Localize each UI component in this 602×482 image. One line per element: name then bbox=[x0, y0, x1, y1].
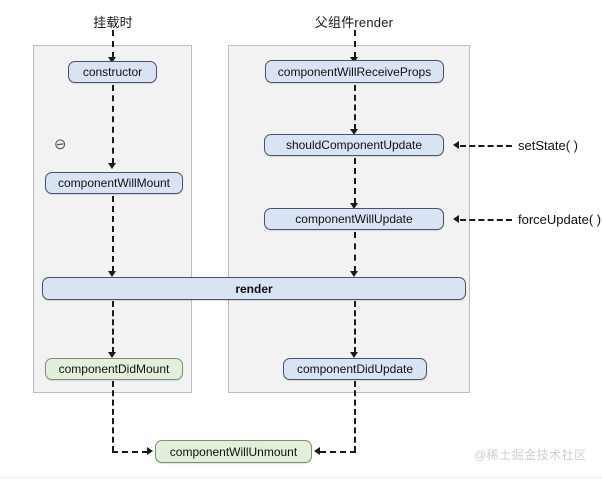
flow-line-shouldupdate-to-willupdate bbox=[354, 158, 356, 204]
flow-line-render-to-didupdate bbox=[354, 301, 356, 353]
node-component-did-mount[interactable]: componentDidMount bbox=[45, 358, 183, 380]
flow-line-didmount-to-unmount bbox=[112, 451, 148, 453]
flow-arrow-render-to-didmount bbox=[108, 352, 116, 358]
flow-arrow-willmount-to-render bbox=[108, 271, 116, 277]
trigger-line-setstate bbox=[460, 145, 512, 147]
flow-line-entry-updating bbox=[354, 30, 356, 58]
node-render[interactable]: render bbox=[42, 277, 466, 300]
trigger-line-forceupdate bbox=[460, 219, 512, 221]
trigger-label-forceupdate: forceUpdate( ) bbox=[518, 212, 602, 227]
node-render-label: render bbox=[235, 281, 273, 296]
bottom-divider bbox=[0, 477, 602, 478]
trigger-arrow-forceupdate bbox=[453, 215, 459, 223]
flow-line-entry-mounting bbox=[112, 30, 114, 58]
trigger-label-setstate: setState( ) bbox=[518, 138, 578, 153]
flow-arrow-didupdate-to-unmount bbox=[314, 447, 320, 455]
zoom-out-magnifier-icon: ⊖ bbox=[52, 135, 68, 154]
node-component-will-update[interactable]: componentWillUpdate bbox=[264, 208, 444, 230]
trigger-arrow-setstate bbox=[453, 141, 459, 149]
flow-line-didupdate-down bbox=[354, 381, 356, 452]
flow-arrow-entry-mounting bbox=[108, 57, 116, 63]
site-watermark: @稀土掘金技术社区 bbox=[474, 448, 587, 462]
flow-line-willupdate-to-render bbox=[354, 232, 356, 272]
flow-arrow-willupdate-to-render bbox=[350, 271, 358, 277]
flow-line-constructor-to-willmount bbox=[112, 85, 114, 164]
flow-arrow-shouldupdate-to-willupdate bbox=[350, 203, 358, 209]
node-component-did-update[interactable]: componentDidUpdate bbox=[283, 358, 427, 380]
flow-line-didmount-down bbox=[112, 381, 114, 452]
flow-arrow-constructor-to-willmount bbox=[108, 163, 116, 169]
node-component-will-mount[interactable]: componentWillMount bbox=[45, 172, 183, 194]
flow-arrow-receiveprops-to-shouldupdate bbox=[350, 129, 358, 135]
node-should-component-update[interactable]: shouldComponentUpdate bbox=[264, 134, 444, 156]
column-title-updating: 父组件render bbox=[314, 15, 394, 30]
flow-arrow-render-to-didupdate bbox=[350, 352, 358, 358]
flow-line-render-to-didmount bbox=[112, 301, 114, 353]
node-component-will-unmount[interactable]: componentWillUnmount bbox=[155, 440, 312, 463]
column-title-mounting: 挂载时 bbox=[93, 15, 133, 30]
flow-line-willmount-to-render bbox=[112, 196, 114, 272]
flow-line-didupdate-to-unmount bbox=[320, 451, 356, 453]
flow-line-receiveprops-to-shouldupdate bbox=[354, 85, 356, 130]
node-component-will-receive-props[interactable]: componentWillReceiveProps bbox=[265, 60, 444, 83]
node-constructor[interactable]: constructor bbox=[68, 61, 157, 83]
flow-arrow-didmount-to-unmount bbox=[147, 447, 153, 455]
